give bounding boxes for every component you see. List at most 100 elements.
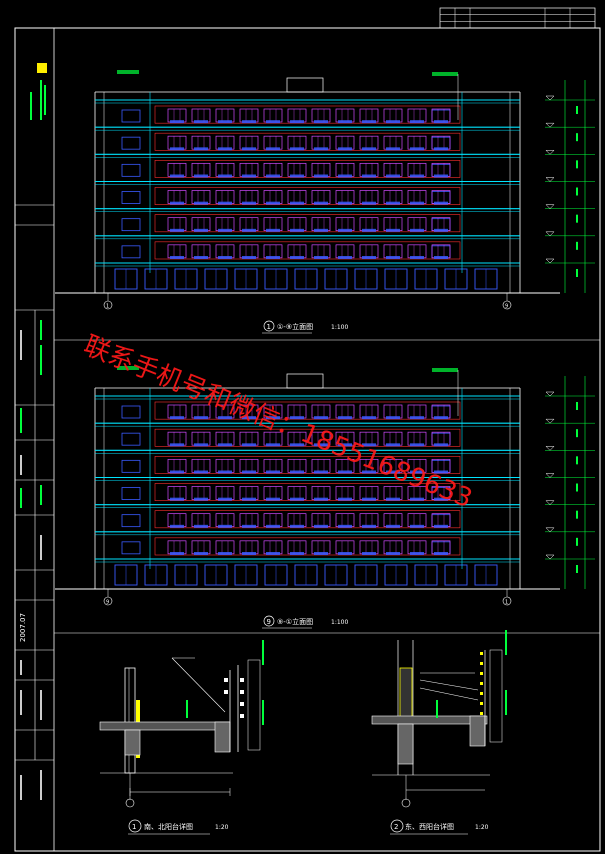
balcony-rail	[338, 120, 352, 124]
balcony-rail	[194, 174, 208, 178]
balcony-rail	[386, 443, 400, 447]
balcony-rail	[338, 470, 352, 474]
balcony-rail	[434, 552, 448, 555]
balcony-rail	[170, 443, 184, 447]
balcony-rail	[362, 120, 376, 124]
balcony-rail	[314, 497, 328, 501]
balcony-rail	[314, 147, 328, 151]
detail-title-1: 南、北阳台详图	[144, 822, 193, 831]
balcony-rail	[434, 416, 448, 420]
balcony-band	[154, 187, 461, 205]
balcony-detail-1	[99, 640, 264, 808]
balcony-rail	[290, 147, 304, 151]
balcony-rail	[290, 497, 304, 501]
detail-scale-2: 1:20	[475, 824, 489, 831]
balcony-rail	[362, 552, 376, 555]
balcony-rail	[434, 120, 448, 124]
balcony-rail	[314, 416, 328, 420]
balcony-rail	[218, 174, 232, 178]
elevation-scale-2: 1:100	[331, 619, 348, 626]
balcony-rail	[218, 443, 232, 447]
end-window-left	[121, 218, 141, 232]
balcony-rail	[410, 470, 424, 474]
balcony-rail	[170, 470, 184, 474]
balcony-rail	[170, 416, 184, 420]
end-window-left	[121, 245, 141, 259]
elevation-scale-1: 1:100	[331, 324, 348, 331]
balcony-rail	[218, 552, 232, 555]
level-text-mark	[576, 269, 578, 277]
balcony-rail	[170, 497, 184, 501]
balcony-rail	[410, 416, 424, 420]
balcony-band	[154, 241, 461, 260]
balcony-rail	[314, 443, 328, 447]
balcony-rail	[410, 201, 424, 205]
balcony-rail	[242, 201, 256, 205]
balcony-rail	[338, 228, 352, 232]
balcony-band	[154, 401, 461, 420]
balcony-rail	[290, 120, 304, 124]
level-text-mark	[576, 133, 578, 142]
balcony-rail	[338, 201, 352, 205]
end-window-left	[121, 514, 141, 528]
balcony-rail	[242, 120, 256, 124]
end-window-left	[121, 459, 141, 473]
level-triangle	[545, 177, 555, 182]
level-triangle	[545, 473, 555, 478]
balcony-rail	[434, 201, 448, 205]
end-window-left	[121, 432, 141, 446]
balcony-band	[154, 214, 461, 233]
balcony-rail	[290, 416, 304, 420]
balcony-rail	[266, 552, 280, 555]
balcony-rail	[410, 256, 424, 259]
balcony-rail	[386, 470, 400, 474]
level-triangle	[545, 204, 555, 210]
balcony-rail	[242, 497, 256, 501]
level-text-mark	[576, 537, 578, 546]
balcony-band	[154, 537, 461, 556]
elevation-title-1: ①-⑨立面图	[277, 322, 313, 331]
end-window-left	[121, 405, 141, 419]
balcony-rail	[266, 147, 280, 151]
balcony-rail	[434, 228, 448, 232]
balcony-band	[154, 132, 461, 151]
balcony-rail	[314, 228, 328, 232]
balcony-rail	[242, 416, 256, 420]
elevation-number-2: 9	[267, 618, 271, 626]
balcony-rail	[242, 524, 256, 528]
balcony-rail	[386, 201, 400, 205]
balcony-rail	[290, 174, 304, 178]
balcony-rail	[386, 174, 400, 178]
level-triangle	[545, 527, 555, 533]
balcony-rail	[194, 443, 208, 447]
balcony-detail-2	[371, 630, 507, 808]
balcony-rail	[386, 524, 400, 528]
balcony-rail	[194, 524, 208, 528]
balcony-rail	[266, 524, 280, 528]
balcony-rail	[362, 147, 376, 151]
level-text-mark	[576, 402, 578, 410]
level-triangle	[545, 150, 555, 155]
balcony-rail	[338, 147, 352, 151]
roof-stair-house	[286, 77, 324, 93]
elevation-title-2: ⑨-①立面图	[277, 617, 313, 626]
balcony-rail	[194, 416, 208, 420]
balcony-rail	[410, 228, 424, 232]
balcony-rail	[242, 147, 256, 151]
balcony-rail	[434, 174, 448, 178]
balcony-rail	[218, 256, 232, 259]
revision-table	[439, 7, 596, 29]
balcony-rail	[218, 147, 232, 151]
level-triangle	[545, 446, 555, 451]
elevation-number-1: 1	[267, 323, 271, 331]
balcony-rail	[410, 120, 424, 124]
balcony-rail	[338, 443, 352, 447]
balcony-rail	[170, 174, 184, 178]
balcony-rail	[266, 497, 280, 501]
balcony-rail	[194, 228, 208, 232]
detail-title-2: 东、西阳台详图	[405, 822, 454, 831]
annotation-tag	[117, 70, 139, 74]
balcony-rail	[170, 256, 184, 259]
balcony-rail	[314, 120, 328, 124]
balcony-rail	[362, 443, 376, 447]
